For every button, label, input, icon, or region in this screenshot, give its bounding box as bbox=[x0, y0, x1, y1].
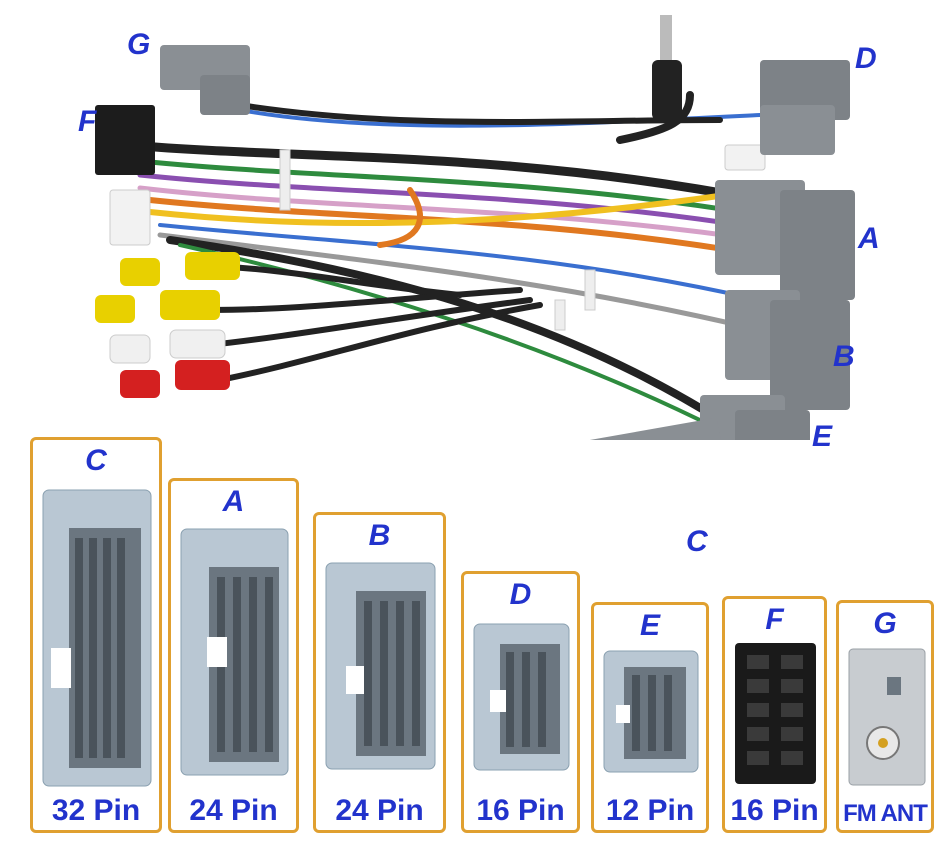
pin-count: 16 Pin bbox=[730, 794, 819, 827]
connector-d-face bbox=[473, 623, 570, 771]
connector-g-face bbox=[848, 648, 926, 786]
label-f: F bbox=[78, 105, 97, 138]
label-b: B bbox=[833, 340, 855, 373]
connector-card-g: G FM ANT bbox=[836, 600, 934, 833]
label-c: C bbox=[686, 525, 708, 558]
pin-count: 24 Pin bbox=[335, 794, 424, 827]
connector-c-face bbox=[42, 489, 152, 787]
label-e: E bbox=[812, 420, 833, 453]
pin-count: 24 Pin bbox=[189, 794, 278, 827]
label-d: D bbox=[855, 42, 877, 75]
connector-card-c: C 32 Pin bbox=[30, 437, 162, 833]
pin-count: FM ANT bbox=[843, 800, 928, 827]
connector-letter: F bbox=[765, 603, 784, 636]
connector-card-b: B 24 Pin bbox=[313, 512, 446, 833]
connector-card-d: D 16 Pin bbox=[461, 571, 580, 833]
connector-card-f: F 16 Pin bbox=[722, 596, 827, 833]
connector-letter: A bbox=[222, 485, 245, 518]
pin-count: 12 Pin bbox=[605, 794, 695, 827]
connector-letter: D bbox=[509, 578, 532, 611]
pin-count: 32 Pin bbox=[51, 794, 141, 827]
connector-a-face bbox=[180, 528, 289, 776]
label-a: A bbox=[858, 222, 880, 255]
connector-e-face bbox=[603, 650, 699, 773]
connector-letter: C bbox=[85, 444, 107, 477]
connector-letter: G bbox=[873, 607, 897, 640]
wire-harness-illustration bbox=[95, 15, 855, 440]
connector-card-a: A 24 Pin bbox=[168, 478, 299, 833]
connector-letter: E bbox=[639, 609, 660, 642]
connector-b-face bbox=[325, 562, 436, 770]
pin-count: 16 Pin bbox=[476, 794, 565, 827]
label-g: G bbox=[127, 28, 151, 61]
connector-card-e: E 12 Pin bbox=[591, 602, 709, 833]
connector-letter: B bbox=[368, 519, 391, 552]
connector-f-face bbox=[735, 643, 816, 784]
